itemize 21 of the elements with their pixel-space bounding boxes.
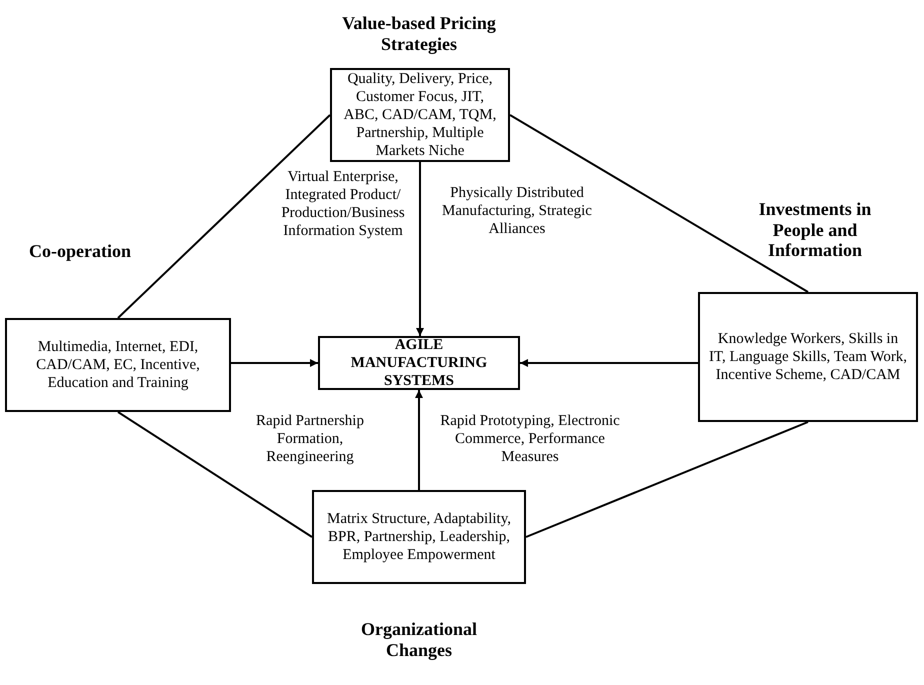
text-box: Multimedia, Internet, EDI, CAD/CAM, EC, Incentive, Education and Training <box>5 318 231 412</box>
connector-line <box>117 114 331 319</box>
factor-label: Rapid Partnership Formation, Reengineering <box>255 412 365 466</box>
section-heading: Organizational Changes <box>360 618 478 662</box>
arrow <box>231 359 318 367</box>
connector-line <box>117 411 313 538</box>
arrow <box>415 390 423 490</box>
section-heading: Investments in People and Information <box>758 198 872 262</box>
section-heading: Value-based Pricing Strategies <box>341 12 497 56</box>
section-heading: Co-operation <box>28 240 132 263</box>
arrow <box>416 162 424 336</box>
text-box: Quality, Delivery, Price, Customer Focus, JIT, ABC, CAD/CAM, TQM, Partnership, Multiple Markets Niche <box>330 68 510 162</box>
connector-line <box>509 114 809 293</box>
text-box: Knowledge Workers, Skills in IT, Language Skills, Team Work, Incentive Scheme, CAD/CAM <box>698 292 918 422</box>
factor-label: Physically Distributed Manufacturing, Strategic Alliances <box>441 184 593 238</box>
central-box: AGILE MANUFACTURING SYSTEMS <box>318 336 520 390</box>
connector-line <box>526 421 808 538</box>
factor-label: Virtual Enterprise, Integrated Product/ Production/Business Information System <box>280 168 406 240</box>
text-box: Matrix Structure, Adaptability, BPR, Partnership, Leadership, Employee Empowerment <box>312 490 526 584</box>
factor-label: Rapid Prototyping, Electronic Commerce, Performance Measures <box>440 412 620 466</box>
arrow <box>520 359 698 367</box>
